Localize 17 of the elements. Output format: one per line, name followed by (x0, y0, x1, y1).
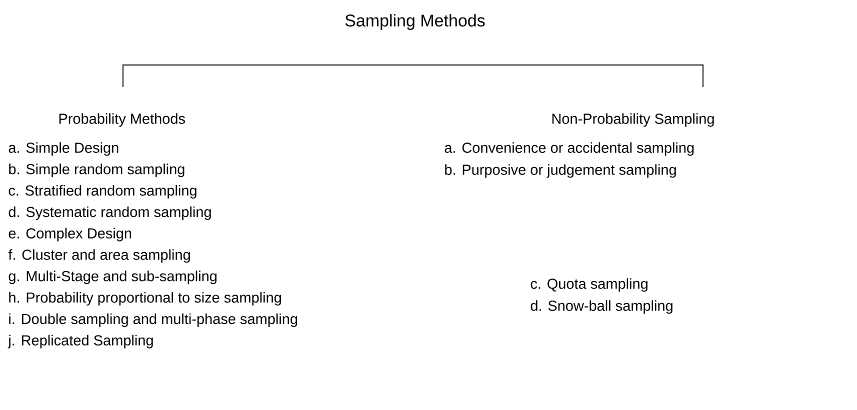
list-item: i. Double sampling and multi-phase sampling (9, 313, 298, 327)
column-heading: Probability Methods (59, 113, 185, 127)
list-item: j. Replicated Sampling (8, 334, 153, 348)
list-item: a. Simple Design (8, 142, 118, 156)
list-item: e. Complex Design (8, 228, 132, 242)
list-item: c. Quota sampling (530, 278, 648, 292)
list-item: f. Cluster and area sampling (8, 249, 190, 263)
list-item: b. Simple random sampling (9, 164, 184, 178)
list-item: b. Purposive or judgement sampling (445, 164, 676, 178)
column-heading: Non-Probability Sampling (552, 113, 714, 127)
list-item: d. Snow-ball sampling (530, 300, 672, 314)
list-item: a. Convenience or accidental sampling (444, 142, 694, 156)
list-item: d. Systematic random sampling (8, 206, 211, 220)
list-item: h. Probability proportional to size sampling (9, 292, 281, 306)
list-item: g. Multi-Stage and sub-sampling (8, 270, 217, 284)
title: Sampling Methods (345, 14, 485, 30)
list-item: c. Stratified random sampling (8, 185, 196, 199)
